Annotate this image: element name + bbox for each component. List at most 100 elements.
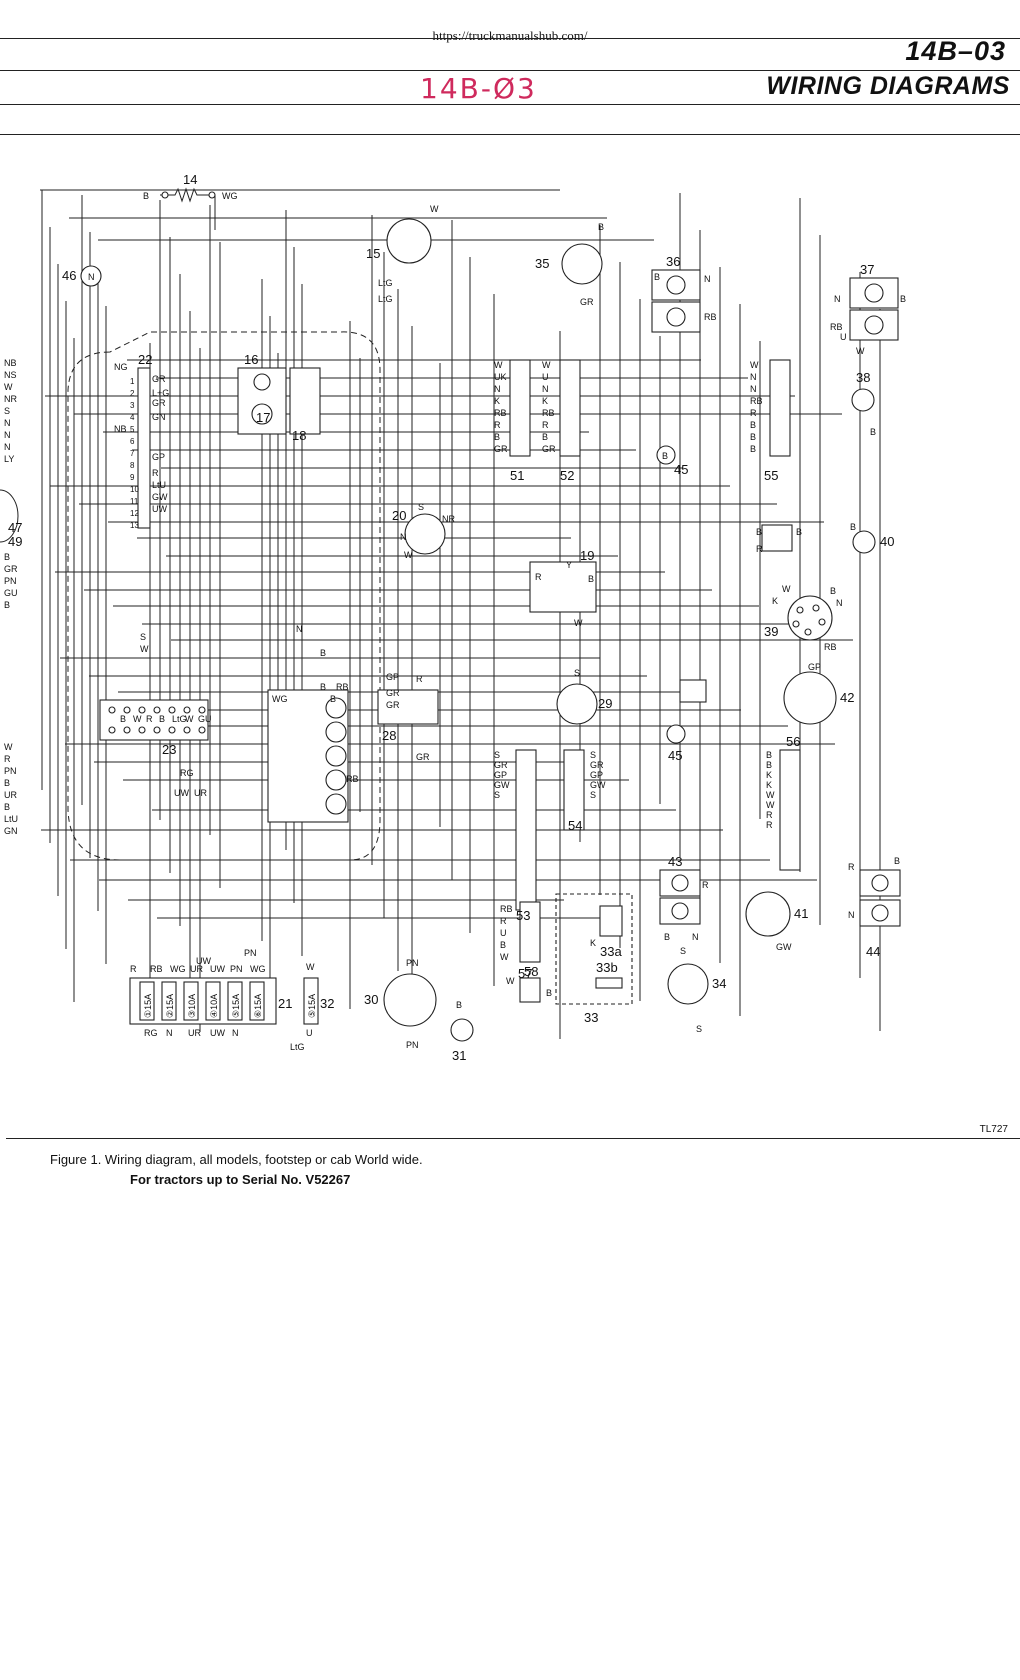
wire-label: S <box>590 750 596 760</box>
wire-label: R <box>152 468 159 478</box>
left-wire-label: PN <box>4 766 17 776</box>
wire-label: N <box>836 598 843 608</box>
wire-label: B <box>662 451 668 461</box>
wire-label: R <box>702 880 709 890</box>
wire-label: B <box>143 191 149 201</box>
component-47-outline <box>0 489 19 543</box>
relay-coil <box>325 721 347 743</box>
component-label-28: 28 <box>382 728 396 743</box>
fuse-top-label: WG <box>170 964 186 974</box>
left-wire-label: W <box>4 742 13 752</box>
sender-29 <box>556 683 598 725</box>
fuse-rating: ③10A <box>187 994 197 1018</box>
sender-41 <box>745 891 791 937</box>
left-wire-label: B <box>4 802 10 812</box>
wire-label: GR <box>416 752 430 762</box>
sender-42 <box>783 671 837 725</box>
left-wire-label: R <box>4 754 11 764</box>
left-wire-label: NS <box>4 370 17 380</box>
pin-number: 10 <box>130 485 139 494</box>
source-url[interactable]: https://truckmanualshub.com/ <box>432 28 588 43</box>
gauge-15 <box>386 218 432 264</box>
pin <box>153 726 161 734</box>
wire-label: B <box>598 222 604 232</box>
header-rule-mid <box>0 70 1020 71</box>
wire-label: NG <box>114 362 128 372</box>
wire-label: GP <box>152 452 165 462</box>
wire-label: N <box>692 932 699 942</box>
connector-55 <box>769 359 791 457</box>
component-label-56: 56 <box>786 734 800 749</box>
wire-label: RB <box>824 642 837 652</box>
pin-number: 1 <box>130 377 135 386</box>
fuse-rating: ⑤15A <box>231 994 241 1018</box>
wire-label: RB <box>542 408 555 418</box>
pin <box>198 726 206 734</box>
wire-label: R <box>766 810 773 820</box>
component-label-49: 49 <box>8 534 22 549</box>
wire-label: GU <box>198 714 212 724</box>
wire-label: GR <box>152 374 166 384</box>
relay-coil <box>325 769 347 791</box>
wire-label: S <box>590 790 596 800</box>
fuse-2 <box>161 981 177 1021</box>
left-wire-label: PN <box>4 576 17 586</box>
pin <box>153 706 161 714</box>
header-rule-bottom <box>0 134 1020 135</box>
component-label-42: 42 <box>840 690 854 705</box>
connector-58 <box>519 977 541 1003</box>
component-label-30: 30 <box>364 992 378 1007</box>
wire-label: R <box>416 674 423 684</box>
wire-label: S <box>418 502 424 512</box>
socket-pin <box>796 606 804 614</box>
component-label-52: 52 <box>560 468 574 483</box>
wire-label: N <box>848 910 855 920</box>
left-wire-label: GU <box>4 588 18 598</box>
sender-30 <box>383 973 437 1027</box>
pin-number: 5 <box>130 425 135 434</box>
wire-label: N <box>750 384 757 394</box>
figure-caption: Figure 1. Wiring diagram, all models, fo… <box>50 1152 423 1167</box>
wire-label: B <box>494 432 500 442</box>
component-label-58: 58 <box>524 964 538 979</box>
wire-label: B <box>159 714 165 724</box>
wire-label: S <box>574 668 580 678</box>
bulb <box>666 275 686 295</box>
wire-label: WG <box>272 694 288 704</box>
component-label-19: 19 <box>580 548 594 563</box>
pin-number: 4 <box>130 413 135 422</box>
fuse-bottom-label: UW <box>210 1028 225 1038</box>
wire-label: GR <box>386 688 400 698</box>
wire-label: K <box>766 780 772 790</box>
wire-label: W <box>500 952 509 962</box>
wire-label: N <box>542 384 549 394</box>
socket-pin <box>804 628 812 636</box>
socket-pin <box>818 618 826 626</box>
wire-label: LtG <box>378 294 393 304</box>
left-wire-label: LtU <box>4 814 18 824</box>
component-label-54: 54 <box>568 818 582 833</box>
wire-label: W <box>133 714 142 724</box>
wire-label: UW <box>174 788 189 798</box>
bulb <box>671 902 689 920</box>
figure-tag: TL727 <box>979 1124 1008 1135</box>
ground-45-lower <box>666 724 686 744</box>
wire-label: N <box>88 272 95 282</box>
wire-label: B <box>830 586 836 596</box>
wire-label: GR <box>580 297 594 307</box>
wire-label: B <box>546 988 552 998</box>
fuse-32 <box>303 977 319 1025</box>
lamp-31 <box>450 1018 474 1042</box>
wire-label: K <box>494 396 500 406</box>
relay-coil <box>325 793 347 815</box>
wire-label: B <box>588 574 594 584</box>
component-label-51: 51 <box>510 468 524 483</box>
fuse-4 <box>205 981 221 1021</box>
wire-label: S <box>494 790 500 800</box>
wire-label: S <box>696 1024 702 1034</box>
wire-label: W <box>542 360 551 370</box>
pin-number: 12 <box>130 509 139 518</box>
ground-46 <box>80 265 102 287</box>
